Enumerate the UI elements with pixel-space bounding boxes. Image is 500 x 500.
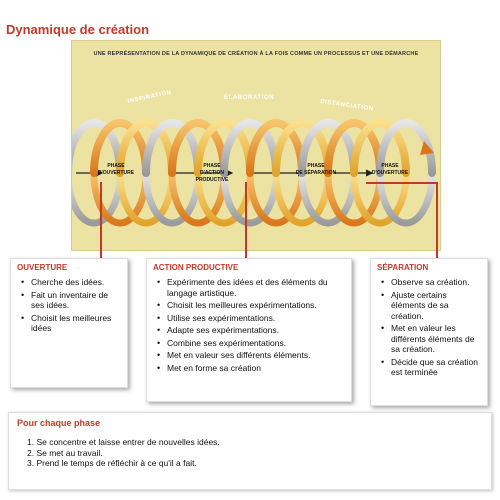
coil-front-segment bbox=[168, 119, 228, 177]
coil-front-segment bbox=[324, 119, 384, 177]
coil-back-segment bbox=[116, 169, 176, 227]
list-item: Expérimente des idées et des éléments du… bbox=[153, 277, 345, 298]
list-item: Cherche des idées. bbox=[17, 277, 121, 288]
phase-label: PHASE bbox=[381, 163, 399, 169]
list-item: Observe sa création. bbox=[377, 277, 481, 288]
coil-back-segment bbox=[324, 169, 384, 227]
list-item: Utilise ses expérimentations. bbox=[153, 313, 345, 324]
coil-front-segment bbox=[272, 119, 332, 177]
curve-label: ÉLABORATION bbox=[224, 93, 274, 101]
list-item: Adapte ses expérimentations. bbox=[153, 325, 345, 336]
coil-front-segment bbox=[90, 119, 150, 177]
card-separation-heading: SÉPARATION bbox=[377, 263, 429, 272]
curve-label: DISTANCIATION bbox=[320, 99, 374, 112]
coil-back-segment bbox=[298, 169, 358, 227]
card-ouverture-list: Cherche des idées. Fait un inventaire de… bbox=[17, 277, 121, 334]
phase-label: D'ACTION bbox=[200, 170, 224, 176]
coil-back-segment bbox=[142, 169, 202, 227]
card-action-heading: ACTION PRODUCTIVE bbox=[153, 263, 239, 272]
coil-front-segment bbox=[142, 119, 202, 177]
list-item: 1. Se concentre et laisse entrer de nouv… bbox=[27, 437, 220, 447]
list-item: Combine ses expérimentations. bbox=[153, 338, 345, 349]
phase-label: PHASE bbox=[107, 163, 125, 169]
coil-front-segment bbox=[246, 119, 306, 177]
spiral-arrow-head bbox=[420, 141, 434, 155]
phase-label: PHASE bbox=[307, 163, 325, 169]
spiral-illustration: INSPIRATION ÉLABORATION DISTANCIATION PHAS… bbox=[72, 90, 436, 227]
coil-back-segment bbox=[350, 169, 410, 227]
list-item: Met en forme sa création bbox=[153, 363, 345, 374]
diagram-subtitle: UNE REPRÉSENTATION DE LA DYNAMIQUE DE CR… bbox=[93, 51, 419, 57]
phase-panel-list: 1. Se concentre et laisse entrer de nouv… bbox=[17, 437, 483, 469]
list-item: Met en valeur ses différents éléments. bbox=[153, 350, 345, 361]
list-item: Choisit les meilleures expérimentations. bbox=[153, 300, 345, 311]
connector-separation-h bbox=[366, 182, 438, 184]
phase-label: PRODUCTIVE bbox=[196, 177, 229, 183]
coil-front-segment bbox=[72, 119, 124, 177]
list-item: Fait un inventaire de ses idées. bbox=[17, 290, 121, 311]
coil-front-segment bbox=[298, 119, 358, 177]
connector-action bbox=[245, 182, 247, 278]
list-item: Ajuste certains éléments de sa création. bbox=[377, 290, 481, 322]
coil-back-segment bbox=[272, 169, 332, 227]
coil-front-segment bbox=[194, 119, 254, 177]
card-separation-list: Observe sa création. Ajuste certains élé… bbox=[377, 277, 481, 378]
card-action-list: Expérimente des idées et des éléments du… bbox=[153, 277, 345, 373]
list-item: Choisit les meilleures idées bbox=[17, 313, 121, 334]
coil-back-segment bbox=[168, 169, 228, 227]
card-separation: SÉPARATION Observe sa création. Ajuste c… bbox=[370, 258, 488, 406]
phase-label: D'OUVERTURE bbox=[98, 170, 135, 176]
coil-front-segment bbox=[220, 119, 280, 177]
phase-label: PHASE bbox=[203, 163, 221, 169]
coil-front-segment bbox=[350, 119, 410, 177]
connector-ouverture bbox=[100, 182, 102, 260]
connector-separation-v bbox=[436, 182, 438, 260]
list-item: Met en valeur les différents éléments de… bbox=[377, 323, 481, 355]
card-ouverture-heading: OUVERTURE bbox=[17, 263, 68, 272]
phase-panel: Pour chaque phase 1. Se concentre et lai… bbox=[8, 412, 492, 490]
coil-back-segment bbox=[194, 169, 254, 227]
list-item: Décide que sa création est terminée bbox=[377, 357, 481, 378]
page-title: Dynamique de création bbox=[6, 22, 150, 37]
phase-label: D'OUVERTURE bbox=[372, 170, 409, 176]
coil-back-segment bbox=[72, 169, 124, 227]
coil-back-segment bbox=[376, 169, 436, 227]
coil-front-segment bbox=[116, 119, 176, 177]
card-action-productive: ACTION PRODUCTIVE Expérimente des idées … bbox=[146, 258, 352, 402]
list-item: 3. Prend le temps de réfléchir à ce qu'i… bbox=[27, 458, 197, 468]
coil-back-segment bbox=[90, 169, 150, 227]
coil-back-segment bbox=[220, 169, 280, 227]
creation-dynamics-diagram: INSPIRATION ÉLABORATION DISTANCIATION PHAS… bbox=[71, 40, 441, 251]
phase-panel-title: Pour chaque phase bbox=[17, 418, 101, 428]
phase-label: DE SÉPARATION bbox=[296, 168, 337, 176]
curve-label: INSPIRATION bbox=[127, 90, 172, 105]
coil-back-segment bbox=[246, 169, 306, 227]
card-ouverture: OUVERTURE Cherche des idées. Fait un inv… bbox=[10, 258, 128, 388]
list-item: 2. Se met au travail. bbox=[27, 447, 103, 458]
